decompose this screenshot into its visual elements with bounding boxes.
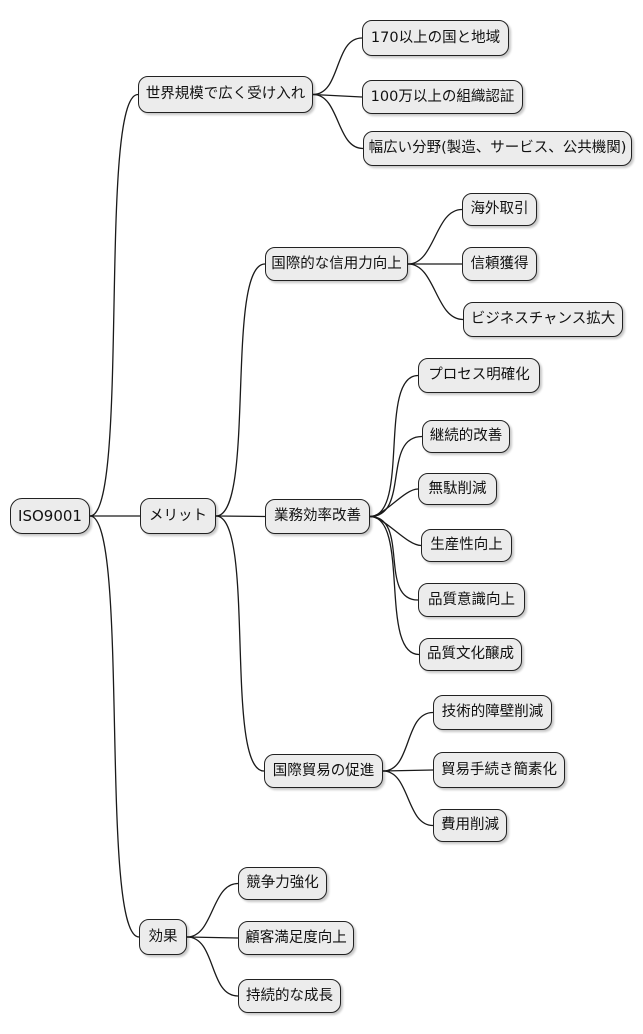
- node-label-bizchance: ビジネスチャンス拡大: [470, 311, 616, 328]
- node-label-orgs: 100万以上の組織認証: [370, 88, 515, 105]
- mindmap-node-efficiency: 業務効率改善: [265, 499, 370, 534]
- mindmap-node-culture: 品質文化醸成: [419, 638, 522, 671]
- edge-world-countries: [312, 37, 363, 96]
- mindmap-node-process: プロセス明確化: [418, 358, 540, 393]
- node-label-productivity: 生産性向上: [430, 537, 503, 554]
- mindmap-node-awareness: 品質意識向上: [418, 583, 525, 617]
- mindmap-node-bizchance: ビジネスチャンス拡大: [463, 302, 623, 337]
- edge-efficiency-culture: [369, 515, 420, 656]
- mindmap-node-kaizen: 継続的改善: [422, 420, 510, 453]
- mindmap-node-credit: 国際的な信用力向上: [265, 247, 408, 281]
- node-label-world: 世界規模で広く受け入れ: [145, 86, 306, 103]
- node-label-awareness: 品質意識向上: [428, 591, 515, 608]
- mindmap-node-muda: 無駄削減: [418, 473, 497, 505]
- edge-trade-procedure: [382, 769, 434, 772]
- mindmap-node-trade: 国際貿易の促進: [264, 754, 383, 788]
- mindmap-node-trust: 信頼獲得: [462, 247, 537, 281]
- node-label-fields: 幅広い分野(製造、サービス、公共機関): [368, 140, 627, 157]
- mindmap-node-productivity: 生産性向上: [421, 529, 512, 562]
- mindmap-node-orgs: 100万以上の組織認証: [362, 80, 523, 114]
- edge-efficiency-productivity: [369, 515, 422, 547]
- mindmap-node-competitive: 競争力強化: [238, 867, 327, 900]
- mindmap-node-root: ISO9001: [10, 498, 90, 534]
- node-label-trade: 国際貿易の促進: [272, 762, 375, 779]
- edge-efficiency-muda: [369, 488, 419, 518]
- mindmap-node-merit: メリット: [140, 498, 216, 534]
- node-label-culture: 品質文化醸成: [427, 646, 514, 663]
- edge-world-orgs: [312, 93, 363, 98]
- node-label-growth: 持続的な成長: [246, 987, 333, 1004]
- node-label-competitive: 競争力強化: [246, 875, 319, 892]
- edge-merit-efficiency: [215, 515, 266, 518]
- mindmap-node-world: 世界規模で広く受け入れ: [138, 76, 313, 113]
- node-label-barrier: 技術的障壁削減: [441, 704, 544, 721]
- mindmap-node-procedure: 貿易手続き簡素化: [433, 752, 565, 788]
- edge-world-fields: [312, 93, 364, 150]
- node-label-countries: 170以上の国と地域: [370, 29, 501, 46]
- edge-merit-trade: [215, 515, 265, 772]
- mindmap-node-fields: 幅広い分野(製造、サービス、公共機関): [363, 131, 632, 166]
- edge-effect-satisfaction: [186, 936, 239, 939]
- mindmap-node-countries: 170以上の国と地域: [362, 20, 509, 56]
- edge-efficiency-awareness: [369, 515, 419, 601]
- edge-effect-competitive: [186, 882, 239, 938]
- mindmap-node-growth: 持続的な成長: [238, 979, 341, 1013]
- node-label-trust: 信頼獲得: [470, 255, 529, 272]
- edge-trade-cost: [382, 770, 434, 827]
- node-label-effect: 効果: [148, 928, 178, 945]
- mindmap-node-overseas: 海外取引: [462, 193, 537, 226]
- edge-efficiency-kaizen: [369, 435, 423, 518]
- edge-root-world: [89, 93, 139, 517]
- node-label-overseas: 海外取引: [470, 201, 529, 218]
- edge-efficiency-process: [369, 374, 419, 518]
- node-label-kaizen: 継続的改善: [429, 428, 503, 445]
- node-label-muda: 無駄削減: [428, 480, 487, 497]
- edge-merit-credit: [215, 263, 266, 517]
- node-label-process: プロセス明確化: [428, 367, 530, 384]
- node-label-root: ISO9001: [18, 506, 82, 525]
- node-label-merit: メリット: [149, 507, 207, 524]
- node-label-cost: 費用削減: [441, 817, 499, 834]
- edge-effect-growth: [186, 936, 239, 997]
- edge-root-effect: [89, 515, 140, 938]
- node-label-credit: 国際的な信用力向上: [271, 255, 402, 272]
- edge-credit-bizchance: [407, 263, 464, 321]
- edge-credit-overseas: [407, 208, 463, 265]
- mindmap-node-barrier: 技術的障壁削減: [433, 695, 552, 730]
- node-label-satisfaction: 顧客満足度向上: [245, 929, 347, 946]
- mindmap-node-cost: 費用削減: [433, 809, 507, 842]
- edge-trade-barrier: [382, 711, 434, 772]
- node-label-procedure: 貿易手続き簡素化: [441, 761, 557, 778]
- mindmap-node-satisfaction: 顧客満足度向上: [238, 921, 354, 955]
- node-label-efficiency: 業務効率改善: [274, 508, 361, 525]
- mindmap-node-effect: 効果: [139, 919, 187, 955]
